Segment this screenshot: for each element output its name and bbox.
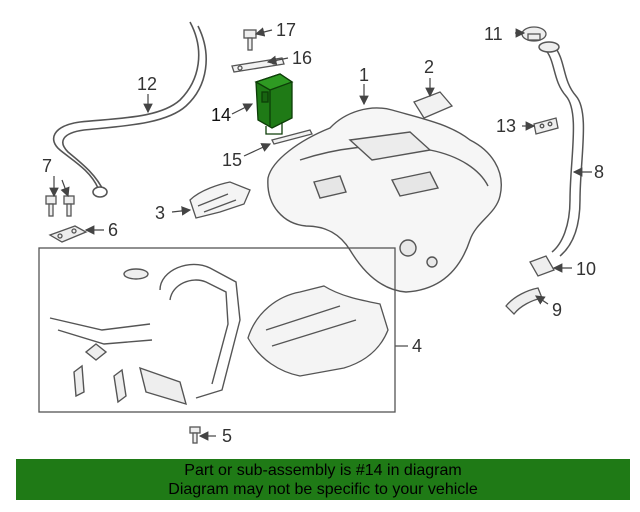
part-15-gasket xyxy=(271,129,313,145)
part-2-plate xyxy=(413,91,454,119)
callout-9: 9 xyxy=(552,300,562,320)
callout-6: 6 xyxy=(108,220,118,240)
part-4-heat-shield xyxy=(247,285,389,377)
part-9-hose xyxy=(505,287,543,315)
callout-14: 14 xyxy=(211,105,231,125)
leader-lines xyxy=(49,27,592,441)
callout-1: 1 xyxy=(359,65,369,85)
part-8-filler-neck xyxy=(538,41,585,257)
callout-5: 5 xyxy=(222,426,232,446)
part-6-bracket xyxy=(48,225,88,243)
callout-8: 8 xyxy=(594,162,604,182)
callout-12: 12 xyxy=(137,74,157,94)
banner-line-1: Part or sub-assembly is #14 in diagram xyxy=(184,462,462,479)
callout-15: 15 xyxy=(222,150,242,170)
part-11-cap xyxy=(521,26,547,42)
callout-4: 4 xyxy=(412,336,422,356)
part-17-bolt xyxy=(243,29,257,51)
callout-11: 11 xyxy=(484,24,503,44)
highlight-banner: Part or sub-assembly is #14 in diagram D… xyxy=(16,459,630,500)
assembly-box xyxy=(38,247,408,413)
callouts: 1 2 3 4 5 6 7 8 9 10 11 12 13 14 15 16 1… xyxy=(42,20,604,446)
part-4-frame xyxy=(49,263,241,406)
part-13-clip xyxy=(533,117,559,135)
part-7-bolts xyxy=(45,195,75,217)
callout-7: 7 xyxy=(42,156,52,176)
part-10-bracket xyxy=(529,255,555,277)
banner-line-2: Diagram may not be specific to your vehi… xyxy=(168,481,478,498)
callout-13: 13 xyxy=(496,116,516,136)
part-3-shield xyxy=(189,181,251,219)
part-14-fuel-module xyxy=(254,73,294,135)
callout-2: 2 xyxy=(424,57,434,77)
callout-3: 3 xyxy=(155,203,165,223)
callout-10: 10 xyxy=(576,259,596,279)
callout-16: 16 xyxy=(292,48,312,68)
part-1-fuel-tank xyxy=(267,107,502,293)
part-12-vapor-hose xyxy=(52,21,207,198)
callout-17: 17 xyxy=(276,20,296,40)
part-5-bolt xyxy=(189,426,201,444)
